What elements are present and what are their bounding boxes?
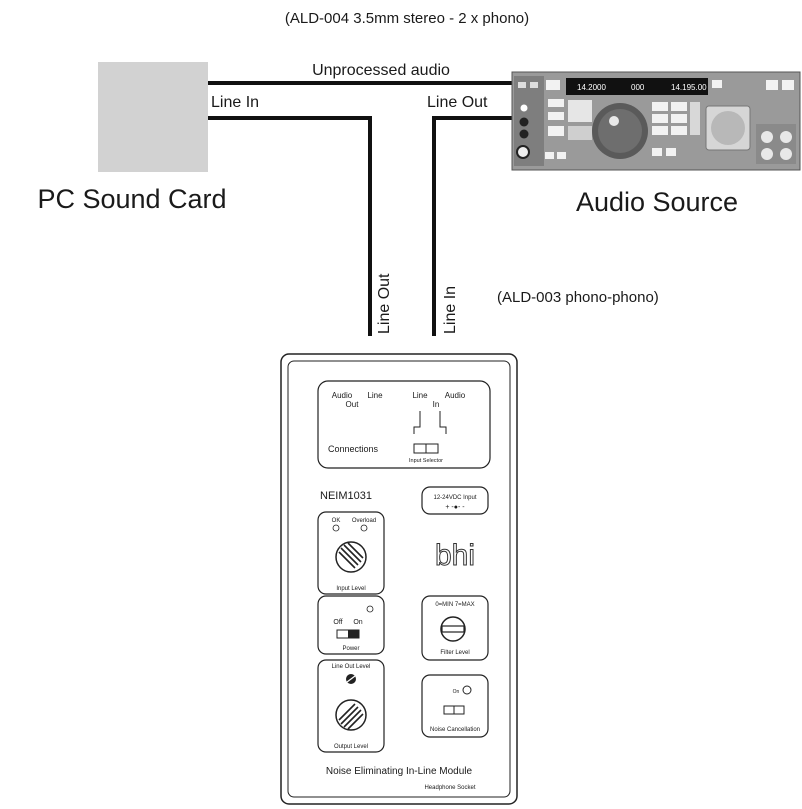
noise-cancellation-panel [421, 674, 489, 738]
cables [208, 81, 512, 336]
svg-text:Output Level: Output Level [334, 744, 368, 750]
svg-text:Audio: Audio [332, 391, 353, 400]
svg-text:In: In [433, 400, 440, 409]
dc-input-panel [421, 486, 489, 515]
svg-text:Power: Power [342, 646, 359, 652]
svg-text:Input Level: Input Level [336, 586, 365, 592]
svg-text:Audio: Audio [445, 391, 466, 400]
svg-text:14.2000: 14.2000 [577, 83, 606, 92]
svg-text:Overload: Overload [352, 518, 376, 524]
svg-text:On: On [453, 689, 460, 695]
svg-text:12-24VDC Input: 12-24VDC Input [433, 495, 476, 501]
audio-source-label: Audio Source [576, 187, 738, 217]
vertical-line-out-label: Line Out [376, 273, 393, 334]
input-level-panel [317, 511, 385, 595]
svg-text:Line: Line [412, 391, 428, 400]
connections-panel [317, 380, 491, 469]
output-level-panel [317, 659, 385, 753]
module-title: Noise Eliminating In-Line Module [326, 766, 473, 777]
svg-text:Off: Off [333, 619, 342, 626]
svg-text:Line: Line [367, 391, 383, 400]
top-cable-caption: (ALD-004 3.5mm stereo - 2 x phono) [285, 10, 529, 27]
mid-cable-caption: (ALD-003 phono-phono) [497, 289, 659, 306]
svg-text:Line Out Level: Line Out Level [332, 664, 371, 670]
filter-level-panel [421, 595, 489, 661]
svg-text:+ -●- -: + -●- - [445, 504, 465, 511]
pc-sound-card-box [98, 62, 208, 172]
svg-text:000: 000 [631, 83, 645, 92]
bhi-logo: bhi [435, 539, 475, 572]
power-panel [317, 595, 385, 655]
svg-text:OK: OK [332, 518, 341, 524]
svg-text:Connections: Connections [328, 444, 379, 454]
svg-text:On: On [353, 619, 362, 626]
pc-sound-card-label: PC Sound Card [37, 184, 226, 214]
svg-text:0=MIN 7=MAX: 0=MIN 7=MAX [435, 602, 474, 608]
line-out-cable [208, 116, 372, 336]
noise-module: Audio Out Line Line In Audio Connections… [280, 353, 518, 805]
audio-source-radio: 14.2000 000 14.195.00 [511, 71, 801, 171]
radio-display [566, 78, 708, 95]
svg-text:Noise Cancellation: Noise Cancellation [430, 727, 480, 733]
line-in-cable [432, 116, 512, 336]
source-line-out-label: Line Out [427, 94, 488, 111]
pc-line-in-label: Line In [211, 94, 259, 111]
svg-text:Out: Out [346, 400, 360, 409]
vertical-line-in-label: Line In [442, 286, 459, 334]
svg-text:14.195.00: 14.195.00 [671, 83, 707, 92]
svg-text:Filter Level: Filter Level [440, 650, 469, 656]
svg-text:Input Selector: Input Selector [409, 458, 443, 464]
model-label: NEIM1031 [320, 490, 372, 502]
unprocessed-audio-label: Unprocessed audio [312, 62, 450, 79]
headphone-socket-label: Headphone Socket [424, 785, 475, 791]
